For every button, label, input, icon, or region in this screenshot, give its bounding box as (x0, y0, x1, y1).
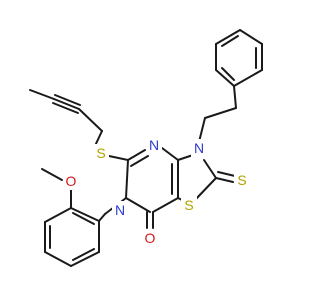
bond (233, 69, 263, 87)
bond (70, 251, 100, 267)
atom-label-sulfur-thione: S (237, 172, 246, 188)
atom-label-oxygen-carbonyl: O (145, 230, 156, 246)
bond (233, 85, 237, 109)
bond-lines (29, 29, 263, 267)
atom-label-nitrogen-ring: N (149, 137, 159, 153)
bond (127, 149, 146, 161)
bond (29, 89, 55, 100)
bond (41, 168, 63, 181)
bond (217, 171, 236, 177)
bond (203, 159, 217, 179)
bond (98, 213, 106, 222)
bond (221, 67, 235, 81)
bond (177, 154, 194, 161)
atom-label-nitrogen-amide: N (115, 202, 125, 218)
atom-label-sulfur-ring: S (184, 197, 193, 213)
bond (130, 155, 149, 167)
bond (215, 69, 235, 87)
bond (152, 197, 179, 213)
bond (215, 29, 241, 45)
bond (78, 108, 103, 132)
bond (70, 207, 100, 222)
atom-labels: S N N N S S O O (63, 136, 250, 247)
atom-label-sulfur-thioether: S (96, 145, 105, 161)
bond (72, 248, 95, 261)
bond (44, 251, 72, 267)
bond (125, 197, 151, 213)
bond (194, 177, 217, 201)
bond-triple (53, 98, 80, 110)
bond (215, 177, 234, 183)
bond (204, 107, 237, 119)
bond (108, 155, 129, 161)
bond (161, 147, 179, 161)
bond-triple (54, 94, 81, 106)
bond-triple (52, 102, 79, 114)
bond (221, 35, 239, 47)
bond (198, 117, 206, 143)
molecule-structure-diagram: S N N N S S O O (29, 29, 263, 267)
bond (44, 207, 72, 223)
bond (72, 212, 95, 225)
atom-label-oxygen-methoxy: O (66, 173, 77, 189)
bond (125, 159, 129, 199)
atom-label-nitrogen-thiazole: N (194, 140, 204, 156)
bond (239, 29, 263, 45)
